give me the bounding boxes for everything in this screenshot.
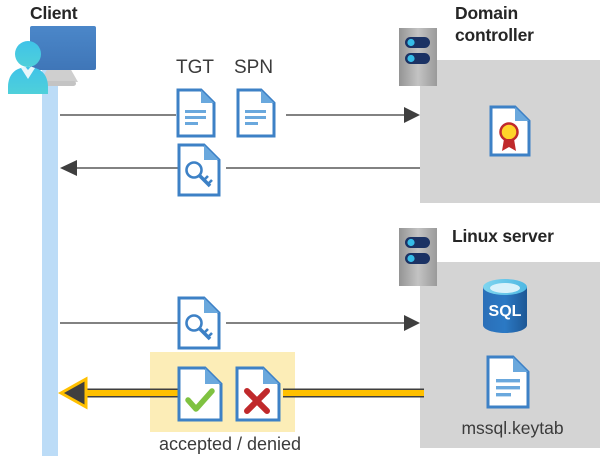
domain-controller-title-line1: Domain (455, 3, 518, 23)
sql-label: SQL (489, 303, 522, 320)
client-title: Client (30, 3, 78, 23)
keytab-filename-label: mssql.keytab (461, 418, 564, 438)
message-1-arrowhead (404, 107, 420, 123)
denied-document-icon (235, 366, 281, 427)
sql-database-icon: SQL (478, 278, 532, 339)
spn-label: SPN (234, 57, 274, 78)
spn-document-icon (236, 88, 276, 143)
accepted-denied-label: accepted / denied (158, 434, 302, 454)
domain-controller-title-line2: controller (455, 25, 534, 45)
client-user-computer-icon (4, 24, 100, 103)
message-4-arrowhead (57, 376, 88, 410)
message-3-arrowhead (404, 315, 420, 331)
accepted-document-icon (177, 366, 223, 427)
tgt-label: TGT (176, 57, 214, 78)
domain-controller-title: Domain controller (455, 2, 600, 46)
linux-server-rack-icon (399, 228, 441, 291)
certificate-document-icon (489, 105, 531, 162)
message-2-arrowhead (60, 160, 77, 176)
keytab-document-icon (486, 355, 530, 414)
linux-server-title: Linux server (452, 226, 554, 246)
domain-controller-server-rack-icon (399, 28, 441, 91)
key-document-icon-service-ticket (177, 296, 221, 355)
key-document-icon-ticket (177, 143, 221, 202)
tgt-document-icon (176, 88, 216, 143)
client-lifeline (42, 68, 58, 456)
